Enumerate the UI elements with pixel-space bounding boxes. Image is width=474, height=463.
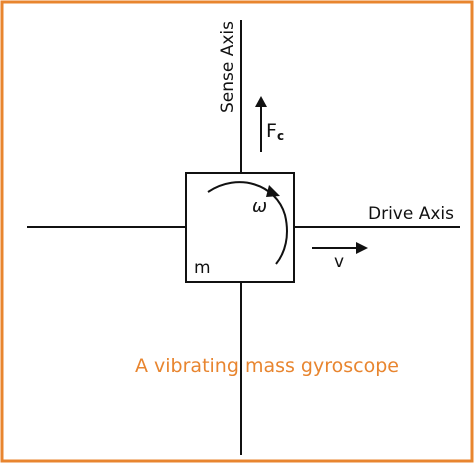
coriolis-force-letter: F xyxy=(266,120,277,142)
caption: A vibrating mass gyroscope xyxy=(135,355,399,377)
mass-label: m xyxy=(194,258,211,278)
angular-rate-arrowhead-icon xyxy=(266,185,280,197)
coriolis-force-label: Fc xyxy=(266,120,284,143)
sense-axis-label: Sense Axis xyxy=(218,21,238,113)
angular-rate-arc xyxy=(207,181,288,265)
velocity-arrowhead-icon xyxy=(356,242,368,254)
angular-rate-label: ω xyxy=(252,196,267,217)
drive-axis-label: Drive Axis xyxy=(368,204,454,224)
velocity-label: v xyxy=(334,252,344,272)
coriolis-force-subscript: c xyxy=(277,129,284,143)
coriolis-force-arrowhead-icon xyxy=(255,96,267,107)
